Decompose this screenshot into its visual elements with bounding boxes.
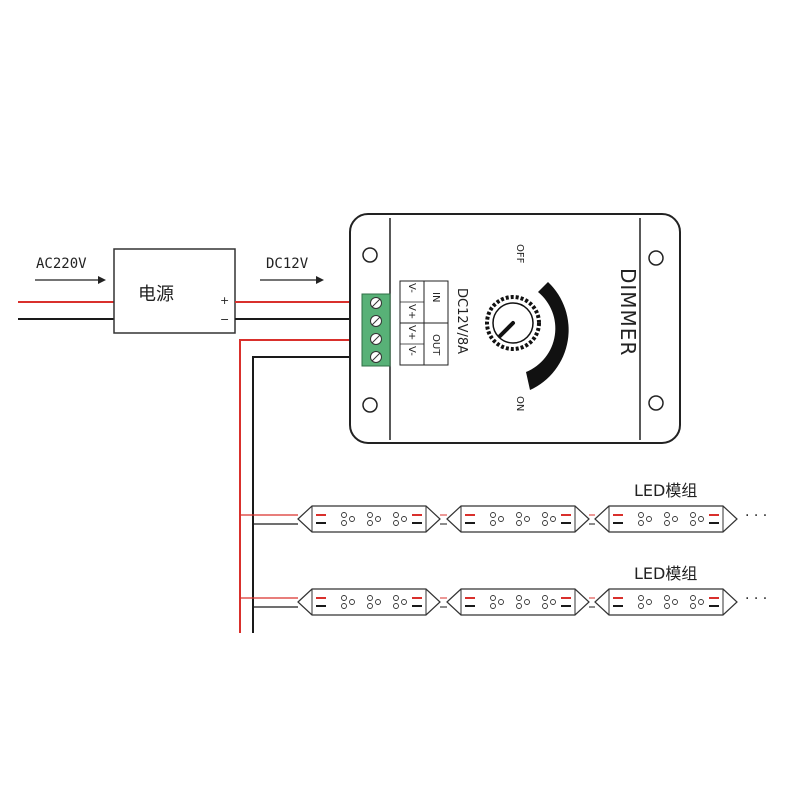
terminal-pin-1: V- (406, 283, 417, 293)
input-voltage-label: AC220V (36, 256, 87, 272)
continuation-dots-2: · · · (745, 591, 768, 607)
led-row-2 (297, 588, 738, 616)
led-module-label-1: LED模组 (634, 481, 698, 500)
terminal-pin-4: V- (406, 346, 417, 356)
led-module (594, 505, 738, 533)
power-supply-minus: − (220, 313, 230, 326)
ac-arrow-head (98, 276, 106, 284)
terminal-pin-3: V+ (406, 325, 417, 341)
power-supply-label: 电源 (138, 284, 174, 305)
out-wire-negative (252, 356, 362, 633)
power-supply-plus: + (220, 294, 230, 307)
knob-on-label: ON (514, 396, 525, 412)
out-wire-positive (239, 339, 362, 633)
dc-arrow-head (316, 276, 324, 284)
terminal-pin-2: V+ (406, 304, 417, 320)
led-module (594, 588, 738, 616)
terminal-in-label: IN (430, 292, 441, 303)
mount-hole-bottom-right (648, 395, 664, 411)
terminal-out-label: OUT (430, 334, 441, 356)
dimmer-rating: DC12V/8A (454, 288, 469, 355)
led-module (446, 588, 590, 616)
continuation-dots-1: · · · (745, 508, 768, 524)
dimmer-title: DIMMER (616, 268, 640, 357)
led-module (297, 588, 441, 616)
dimmer-dial-arc (526, 282, 569, 390)
mount-hole-top-left (362, 247, 378, 263)
knob-off-label: OFF (514, 244, 525, 264)
terminal-screws (370, 297, 382, 363)
led-module (297, 505, 441, 533)
dimmer-knob-pointer (498, 321, 515, 338)
power-supply-box (113, 248, 236, 334)
led-module-label-2: LED模组 (634, 564, 698, 583)
led-module (446, 505, 590, 533)
led-row-1 (297, 505, 738, 533)
mount-hole-bottom-left (362, 397, 378, 413)
output-voltage-label: DC12V (266, 256, 309, 272)
mount-hole-top-right (648, 250, 664, 266)
